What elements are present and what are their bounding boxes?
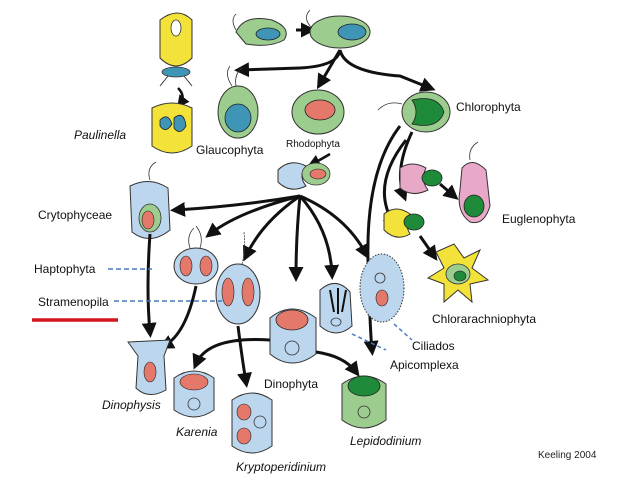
arrow-to-dinophysis <box>141 233 157 338</box>
host-cell-engulfing <box>232 13 287 46</box>
label-ciliados: Ciliados <box>412 339 455 353</box>
label-paulinella: Paulinella <box>74 128 127 142</box>
secondary-red-host <box>277 162 331 190</box>
label-rhodophyta: Rhodophyta <box>286 139 340 150</box>
arrow-chloro-to-lepidodinium <box>363 125 402 356</box>
eugleno-host <box>399 163 443 194</box>
arrow-to-chlorophyta <box>338 49 436 92</box>
paulinella-cell <box>159 12 193 87</box>
arrow-hapto-down <box>158 285 198 349</box>
rhodophyta-cell <box>291 89 345 135</box>
arrow-to-hapto <box>205 194 301 238</box>
apicomplexa-cell <box>319 283 353 334</box>
kryptoperidinium-cell <box>231 392 273 454</box>
arrow-paulinella <box>177 87 190 109</box>
stramenopila-cell <box>215 231 261 325</box>
haptophyta-cell <box>173 225 219 285</box>
chlorophyta-cell <box>377 91 451 133</box>
primary-plastid-host <box>306 9 371 49</box>
arrow-to-ciliates <box>299 194 369 260</box>
label-glaucophyta: Glaucophyta <box>196 143 264 157</box>
label-lepidodinium: Lepidodinium <box>350 434 422 448</box>
karenia-cell <box>173 370 215 418</box>
apicomplexa-pointer <box>351 333 387 351</box>
arrow-to-crypto <box>170 194 301 217</box>
chlorarachnio-host <box>383 208 425 238</box>
chlorarachniophyta-cell <box>426 243 490 304</box>
lepidodinium-cell <box>341 375 387 429</box>
label-apicomplexa: Apicomplexa <box>390 358 459 372</box>
arrow-to-kryptoperidinium <box>236 325 252 388</box>
paulinella-cell-2 <box>151 102 193 154</box>
arrow-to-strameno <box>243 194 301 262</box>
arrow-to-glaucophyta <box>234 49 342 78</box>
label-euglenophyta: Euglenophyta <box>502 212 576 226</box>
label-dinophyta: Dinophyta <box>264 377 319 391</box>
arrow-chlorarachnio <box>418 235 438 261</box>
credit-text: Keeling 2004 <box>538 450 597 461</box>
label-haptophyta: Haptophyta <box>34 262 96 276</box>
label-cryptophyceae: Crytophyceae <box>38 208 113 222</box>
label-dinophysis: Dinophysis <box>102 398 161 412</box>
glaucophyta-cell <box>217 65 259 139</box>
dinophysis-cell <box>127 339 171 395</box>
label-chlorophyta: Chlorophyta <box>456 100 521 114</box>
arrow-to-apicomplexa <box>298 195 340 280</box>
label-stramenopila: Stramenopila <box>38 295 109 309</box>
ciliate-cell <box>359 253 405 323</box>
cryptophyceae-cell <box>129 161 171 239</box>
label-karenia: Karenia <box>176 425 218 439</box>
euglenophyta-cell <box>458 141 491 224</box>
arrow-to-karenia <box>192 338 271 370</box>
arrow-to-dino <box>288 195 304 282</box>
label-kryptoperidinium: Kryptoperidinium <box>236 460 327 474</box>
dinophyta-cell <box>269 308 317 364</box>
arrow-eugleno <box>439 182 459 200</box>
label-chlorarachniophyta: Chlorarachniophyta <box>432 312 537 326</box>
arrow-to-lepidodinium <box>315 350 360 377</box>
arrow-rhodo-secondary <box>307 152 331 167</box>
arrow-to-rhodophyta <box>316 49 342 90</box>
ciliados-pointer <box>393 323 413 341</box>
